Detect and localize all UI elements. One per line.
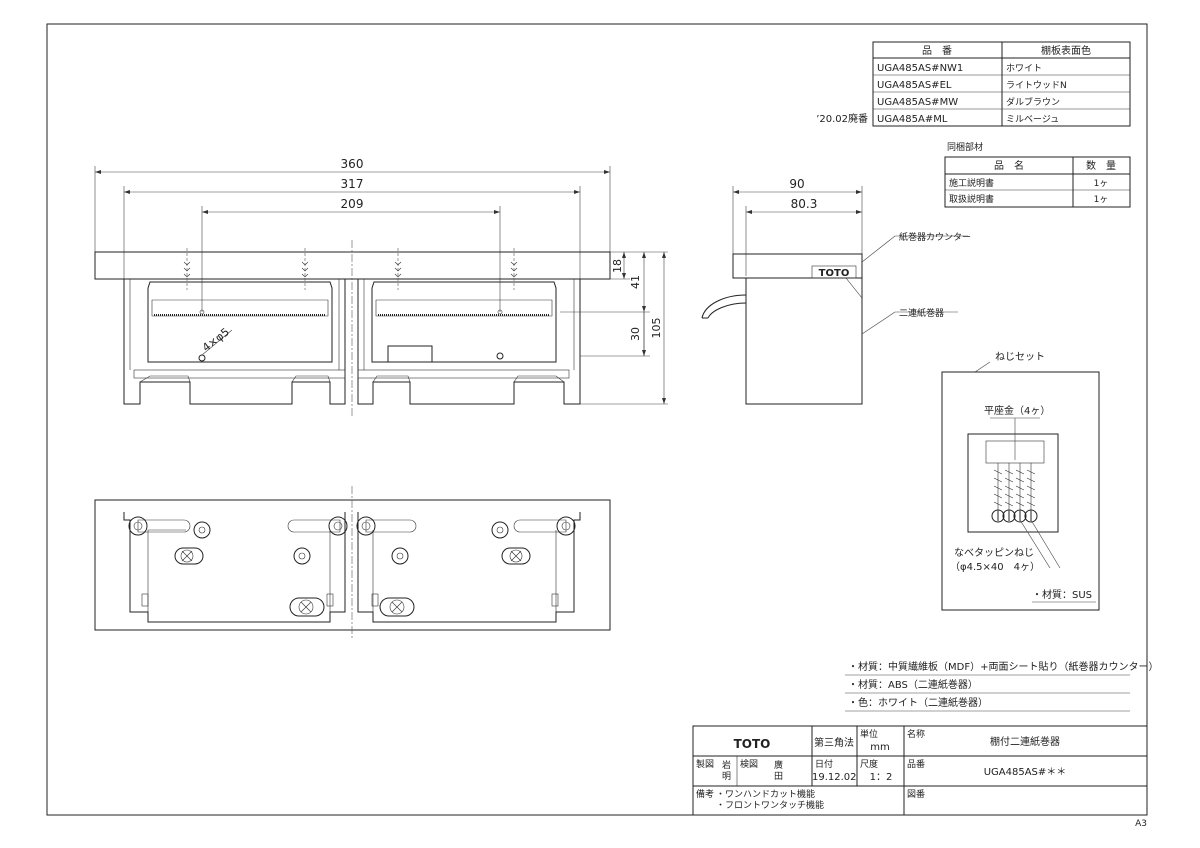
dim-18: 18 <box>611 259 624 273</box>
label-holder: 二連紙巻器 <box>899 307 944 319</box>
product-table-header-code: 品 番 <box>922 45 952 57</box>
title-logo: TOTO <box>734 737 771 751</box>
product-color: ライトウッドN <box>1006 80 1067 91</box>
product-code: UGA485AS#EL <box>877 80 952 91</box>
product-code: UGA485A#ML <box>877 114 948 125</box>
label-counter: 紙巻器カウンター <box>899 231 971 243</box>
parts-name: 取扱説明書 <box>949 193 994 205</box>
revision-note: ’20.02廃番 <box>816 112 868 125</box>
checked-value: 廣田 <box>774 759 783 782</box>
sheet-size: A3 <box>1135 819 1147 829</box>
unit-label: 単位 <box>860 728 878 740</box>
hole-note: 4×φ5 <box>200 325 232 354</box>
parts-table: 同梱部材 品 名 数 量 施工説明書 1ヶ 取扱説明書 1ヶ <box>944 141 1131 208</box>
name-value: 棚付二連紙巻器 <box>990 735 1060 748</box>
product-color: ホワイト <box>1006 63 1042 74</box>
screw-set: ねじセット 平座金（4ヶ） なべタッピンねじ （φ4.5×40 4ヶ） ・材 <box>941 351 1100 611</box>
front-view: 360 317 209 <box>94 157 668 418</box>
date-value: 19.12.02 <box>812 772 857 783</box>
screw-label: なべタッピンねじ <box>954 547 1034 559</box>
notes: ・材質：中質繊維板（MDF）+両面シート貼り（紙巻器カウンター） ・材質：ABS… <box>845 660 1158 712</box>
part-label: 品番 <box>907 758 925 770</box>
product-code: UGA485AS#MW <box>877 97 958 108</box>
checked-label: 検図 <box>740 758 758 770</box>
parts-name: 施工説明書 <box>949 177 994 189</box>
remark-line: ・ワンハンドカット機能 <box>716 788 815 800</box>
scale-label: 尺度 <box>860 758 878 770</box>
remarks-label: 備考 <box>696 788 714 800</box>
screw-spec: （φ4.5×40 4ヶ） <box>950 561 1040 573</box>
projection: 第三角法 <box>814 736 854 749</box>
product-color: ミルベージュ <box>1006 115 1059 125</box>
parts-header-qty: 数 量 <box>1086 159 1116 172</box>
product-color: ダルブラウン <box>1006 96 1060 108</box>
screw-material: ・材質：SUS <box>1032 588 1092 601</box>
dim-90: 90 <box>789 177 804 191</box>
dim-360: 360 <box>341 157 364 171</box>
product-code: UGA485AS#NW1 <box>877 63 963 74</box>
sheet-border <box>46 23 1148 816</box>
title-block: TOTO 第三角法 単位 mm 名称 棚付二連紙巻器 製図 岩明 検図 廣田 日… <box>692 725 1148 816</box>
note-line: ・材質：中質繊維板（MDF）+両面シート貼り（紙巻器カウンター） <box>848 660 1158 673</box>
part-value: UGA485AS#＊＊ <box>984 767 1067 778</box>
name-label: 名称 <box>907 728 925 740</box>
drawn-label: 製図 <box>696 758 714 770</box>
parts-qty: 1ヶ <box>1094 195 1109 205</box>
drawn-value: 岩明 <box>722 759 731 782</box>
note-line: ・材質：ABS（二連紙巻器） <box>848 678 978 691</box>
dim-80-3: 80.3 <box>791 197 818 211</box>
dim-105: 105 <box>650 318 663 339</box>
note-line: ・色：ホワイト（二連紙巻器） <box>848 696 988 709</box>
drawing-no-label: 図番 <box>907 788 925 800</box>
screw-set-title: ねじセット <box>995 351 1045 363</box>
unit-value: mm <box>870 742 889 753</box>
scale-value: 1：2 <box>870 772 893 783</box>
dim-30: 30 <box>629 327 642 341</box>
washer-label: 平座金（4ヶ） <box>984 404 1050 417</box>
side-view: 90 80.3 TOTO 紙巻器カウンター 二連紙巻器 <box>701 177 971 405</box>
product-table-header-color: 棚板表面色 <box>1041 44 1091 57</box>
product-table: 品 番 棚板表面色 UGA485AS#NW1 ホワイト UGA485AS#EL … <box>816 41 1131 127</box>
dim-317: 317 <box>341 177 364 191</box>
parts-qty: 1ヶ <box>1094 179 1109 189</box>
parts-table-title: 同梱部材 <box>947 141 983 153</box>
side-logo: TOTO <box>819 268 850 279</box>
date-label: 日付 <box>815 759 833 770</box>
dim-41: 41 <box>629 275 642 289</box>
dim-209: 209 <box>341 197 364 211</box>
bottom-view <box>94 486 611 640</box>
parts-header-name: 品 名 <box>994 159 1024 172</box>
remark-line: ・フロントワンタッチ機能 <box>716 799 824 811</box>
